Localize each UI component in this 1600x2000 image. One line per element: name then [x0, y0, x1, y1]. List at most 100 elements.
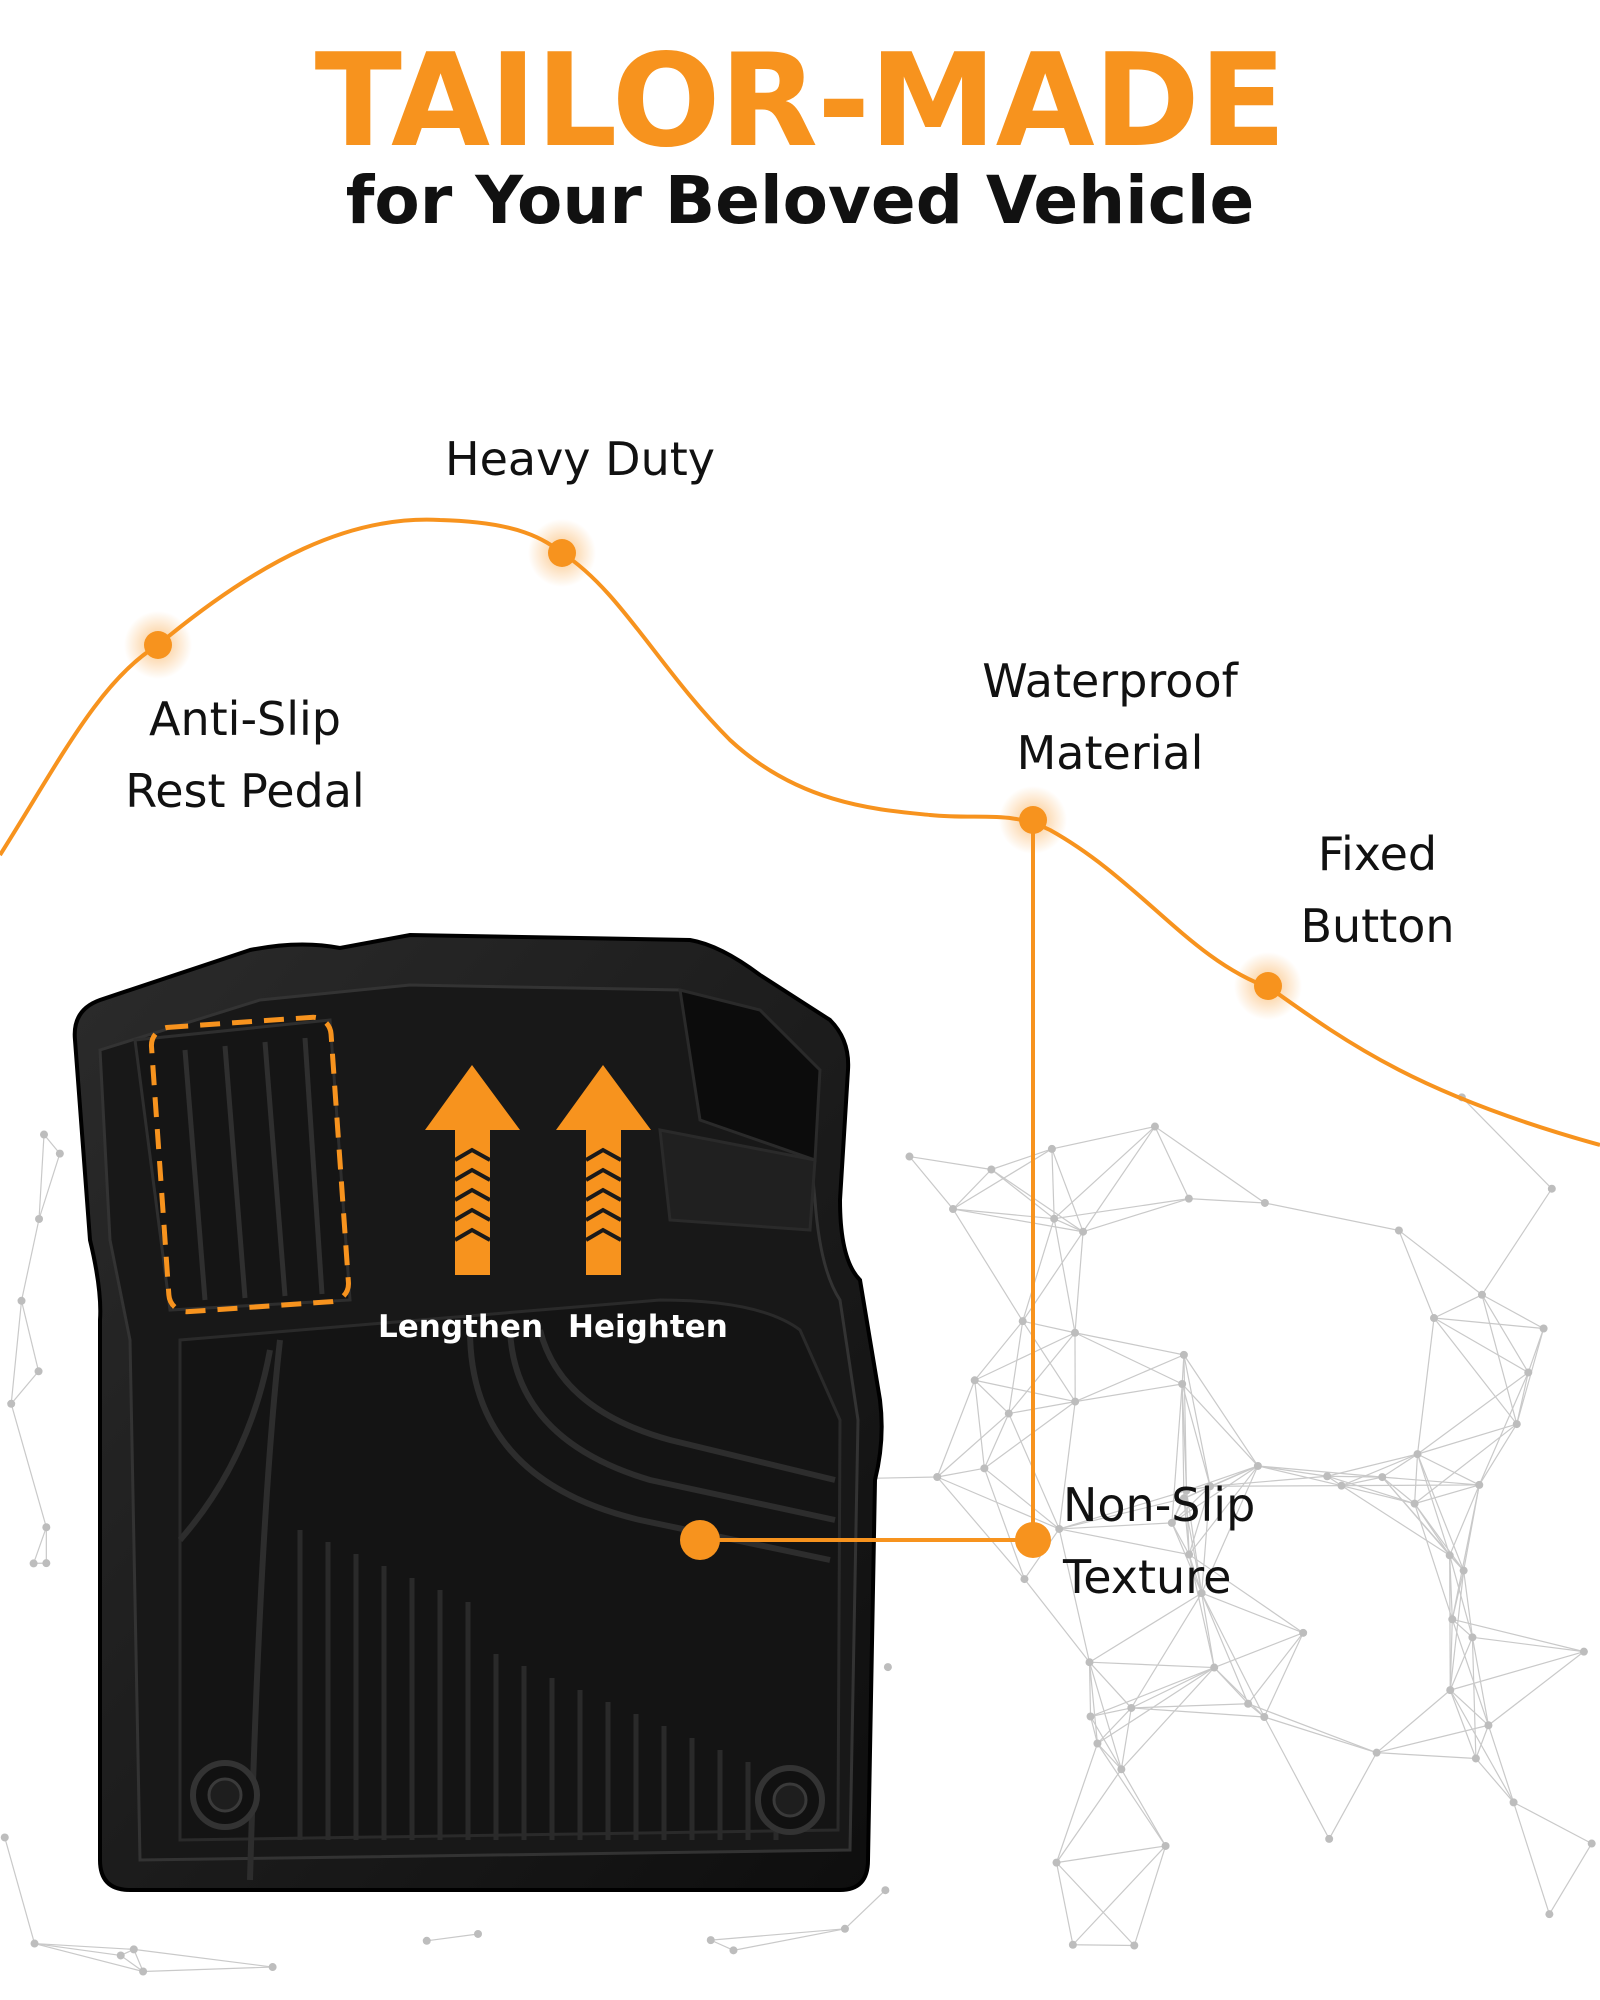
- network-line: [38, 1153, 61, 1220]
- network-node: [1448, 1615, 1457, 1624]
- network-line: [1130, 1592, 1203, 1709]
- headline: TAILOR-MADE: [314, 27, 1287, 176]
- network-line: [1090, 1707, 1132, 1718]
- network-line: [1186, 1465, 1259, 1492]
- network-node: [116, 1951, 125, 1960]
- network-line: [1449, 1555, 1453, 1620]
- network-node: [1117, 1765, 1126, 1774]
- network-line: [1181, 1383, 1185, 1499]
- network-line: [20, 1300, 40, 1372]
- network-node: [1413, 1450, 1422, 1459]
- network-line: [1450, 1651, 1585, 1691]
- network-line: [1089, 1661, 1132, 1709]
- network-node: [1471, 1754, 1480, 1763]
- network-line: [1341, 1453, 1418, 1487]
- network-node: [17, 1296, 26, 1305]
- network-line: [1327, 1475, 1383, 1478]
- network-node: [1150, 1122, 1159, 1131]
- network-node: [1337, 1481, 1346, 1490]
- network-node: [55, 1149, 64, 1158]
- network-line: [710, 1939, 734, 1951]
- network-line: [1417, 1423, 1517, 1455]
- network-line: [710, 1928, 845, 1941]
- network-node: [1579, 1647, 1588, 1656]
- network-line: [1376, 1724, 1489, 1754]
- network-node: [1446, 1686, 1455, 1695]
- subheadline: for Your Beloved Vehicle: [345, 162, 1255, 239]
- network-line: [1327, 1475, 1415, 1505]
- network-line: [1058, 1401, 1076, 1530]
- network-node: [1071, 1397, 1080, 1406]
- network-node: [840, 1924, 849, 1933]
- network-line: [1059, 1497, 1185, 1530]
- network-line: [1449, 1619, 1453, 1691]
- network-node: [883, 1663, 892, 1672]
- network-node: [1545, 1910, 1554, 1919]
- network-line: [991, 1168, 1084, 1233]
- network-node: [0, 1833, 9, 1842]
- network-line: [1055, 1862, 1074, 1945]
- network-node: [30, 1939, 39, 1948]
- callout-heavy-duty-line1: Heavy Duty: [445, 432, 715, 486]
- network-node: [1253, 1461, 1262, 1470]
- network-line: [1449, 1689, 1515, 1803]
- network-line: [974, 1380, 985, 1469]
- network-line: [1449, 1484, 1480, 1556]
- network-line: [1414, 1454, 1419, 1504]
- network-node: [35, 1215, 44, 1224]
- network-line: [1257, 1465, 1328, 1477]
- callout-anti-slip-line1: Anti-Slip: [149, 692, 341, 746]
- network-line: [1376, 1689, 1451, 1754]
- network-line: [133, 1948, 273, 1968]
- network-line: [1433, 1294, 1483, 1319]
- callout-fixed-button-line2: Button: [1300, 899, 1455, 953]
- fixed-button-right: [755, 1765, 825, 1835]
- network-line: [1487, 1725, 1515, 1803]
- network-node: [1004, 1409, 1013, 1418]
- network-node: [1079, 1227, 1088, 1236]
- network-node: [1372, 1748, 1381, 1757]
- network-line: [1475, 1758, 1515, 1803]
- callout-fixed-button: Fixed Button: [1270, 818, 1485, 962]
- network-line: [1053, 1218, 1084, 1233]
- network-line: [1171, 1485, 1211, 1524]
- network-node: [1070, 1328, 1079, 1337]
- network-line: [1382, 1476, 1480, 1486]
- network-line: [1056, 1862, 1135, 1946]
- network-line: [1023, 1578, 1090, 1663]
- network-line: [1376, 1752, 1476, 1760]
- network-line: [1433, 1317, 1518, 1425]
- network-node: [970, 1376, 979, 1385]
- network-line: [936, 1380, 976, 1478]
- network-node: [1430, 1314, 1439, 1323]
- network-node: [1524, 1368, 1533, 1377]
- network-line: [1056, 1768, 1122, 1863]
- network-node: [706, 1936, 715, 1945]
- network-line: [1398, 1230, 1435, 1319]
- network-node: [1182, 1486, 1191, 1495]
- network-line: [1181, 1383, 1259, 1467]
- network-line: [1548, 1843, 1593, 1915]
- callout-waterproof-line1: Waterproof: [982, 654, 1238, 708]
- callout-waterproof: Waterproof Material: [960, 645, 1260, 789]
- network-line: [1154, 1126, 1190, 1199]
- network-node: [1085, 1658, 1094, 1667]
- fixed-button-left: [190, 1760, 260, 1830]
- network-line: [1451, 1484, 1480, 1620]
- network-line: [1433, 1317, 1544, 1330]
- network-line: [1188, 1554, 1304, 1634]
- network-line: [1201, 1592, 1249, 1704]
- network-node: [1185, 1550, 1194, 1559]
- network-line: [1201, 1486, 1211, 1594]
- network-node: [29, 1559, 38, 1568]
- network-line: [1416, 1453, 1451, 1556]
- network-node: [40, 1130, 49, 1139]
- heighten-label: Heighten: [568, 1309, 728, 1345]
- network-line: [38, 1134, 45, 1220]
- network-line: [1416, 1453, 1465, 1571]
- network-node: [422, 1936, 431, 1945]
- network-line: [1088, 1662, 1099, 1744]
- network-node: [1509, 1798, 1518, 1807]
- network-node: [1475, 1480, 1484, 1489]
